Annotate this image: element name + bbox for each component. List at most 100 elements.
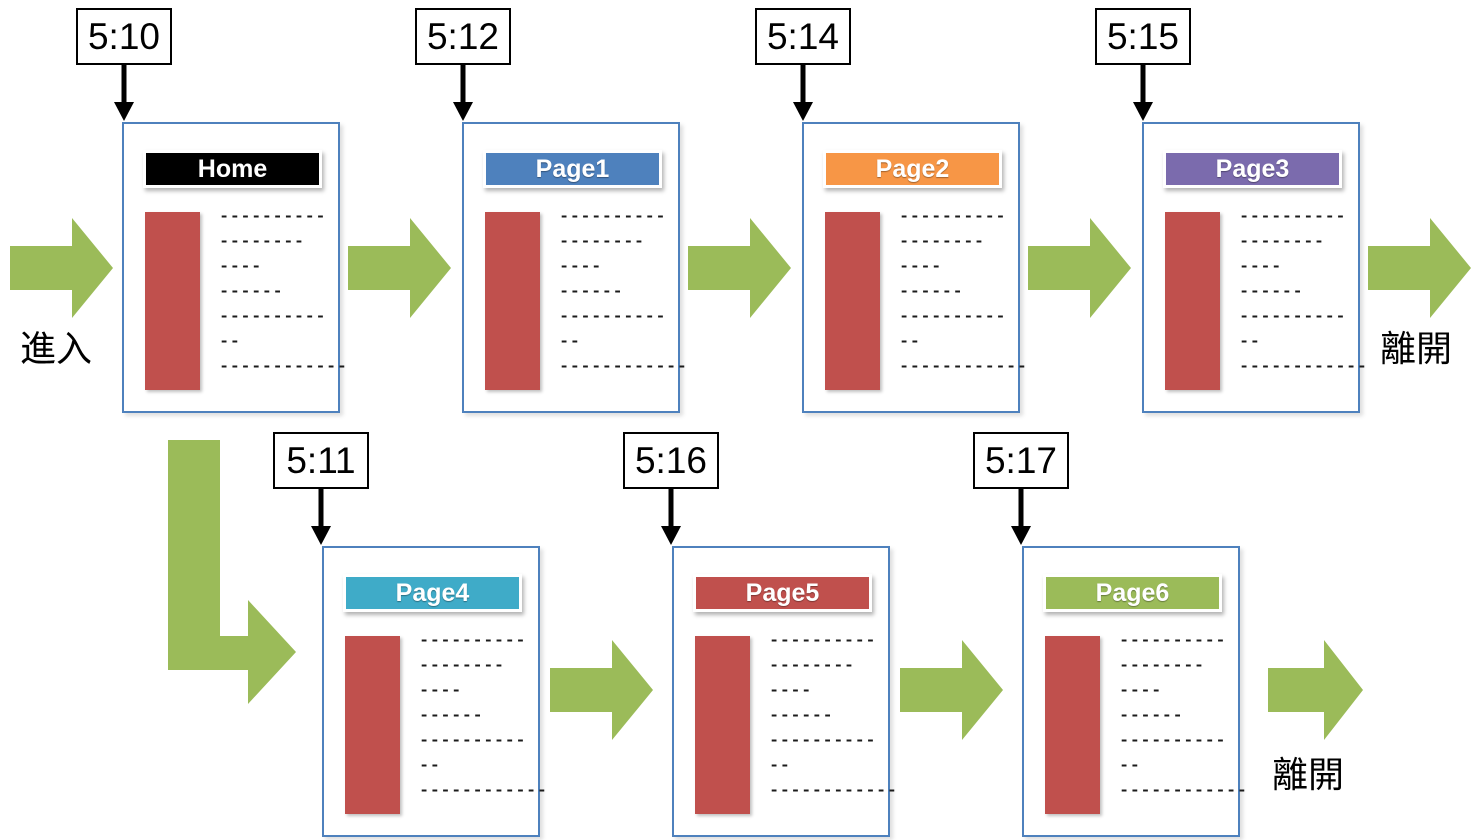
caption-enter: 進入 — [20, 329, 93, 370]
flow-arrow-exit-top — [1368, 218, 1471, 318]
flow-arrow-home-to-page1 — [348, 218, 451, 318]
page-card-text-line: -- — [769, 757, 791, 776]
page-card-text-lines: ----------------------------------------… — [419, 633, 559, 808]
page-card-text-line: ---------- — [1119, 632, 1227, 651]
page-card-text-line: ------------ — [769, 782, 898, 801]
flow-arrow-page2-to-page3 — [1028, 218, 1131, 318]
page-card-title-page2: Page2 — [823, 150, 1002, 188]
timestamp-connector-home — [112, 64, 136, 122]
page-card-text-line: ---------- — [559, 308, 667, 327]
page-card-text-line: ---- — [219, 258, 262, 277]
flow-arrow-page4-to-page5 — [550, 640, 653, 740]
page-card-text-line: ---------- — [899, 208, 1007, 227]
timestamp-badge-page1: 5:12 — [415, 8, 511, 65]
page-card-text-line: ------ — [899, 283, 964, 302]
page-card-title-page1: Page1 — [483, 150, 662, 188]
page-card-text-line: -------- — [219, 233, 305, 252]
caption-exit-bottom: 離開 — [1272, 755, 1345, 796]
timestamp-badge-page5: 5:16 — [623, 432, 719, 489]
page-card-image-placeholder — [825, 212, 880, 390]
page-card-text-line: ---------- — [769, 732, 877, 751]
page-card-text-line: -------- — [1119, 657, 1205, 676]
page-card-page6[interactable]: Page6 ----------------------------------… — [1022, 546, 1247, 837]
page-card-text-line: ---------- — [559, 208, 667, 227]
page-card-text-lines: ----------------------------------------… — [559, 209, 699, 384]
page-card-title-page5: Page5 — [693, 574, 872, 612]
page-card-image-placeholder — [345, 636, 400, 814]
page-card-home[interactable]: Home -----------------------------------… — [122, 122, 347, 413]
page-card-text-line: ---- — [1239, 258, 1282, 277]
page-card-text-line: ---------- — [1239, 308, 1347, 327]
page-card-text-lines: ----------------------------------------… — [1239, 209, 1379, 384]
flow-arrow-page5-to-page6 — [900, 640, 1003, 740]
page-card-text-line: ---------- — [899, 308, 1007, 327]
page-card-text-line: ---------- — [769, 632, 877, 651]
page-card-text-line: -- — [1239, 333, 1261, 352]
page-card-text-line: ------ — [769, 707, 834, 726]
page-card-text-line: ---------- — [219, 308, 327, 327]
page-card-text-line: -------- — [769, 657, 855, 676]
page-card-text-line: ---- — [559, 258, 602, 277]
page-card-text-line: ------------ — [899, 358, 1028, 377]
page-card-text-line: ------------ — [1239, 358, 1368, 377]
page-card-title-page6: Page6 — [1043, 574, 1222, 612]
timestamp-connector-page6 — [1009, 488, 1033, 546]
page-card-text-line: ------------ — [1119, 782, 1248, 801]
page-card-text-lines: ----------------------------------------… — [219, 209, 359, 384]
page-card-text-line: -------- — [899, 233, 985, 252]
page-card-title-home: Home — [143, 150, 322, 188]
page-card-text-line: -------- — [1239, 233, 1325, 252]
timestamp-connector-page2 — [791, 64, 815, 122]
page-card-text-line: ---- — [1119, 682, 1162, 701]
page-card-text-line: -------- — [419, 657, 505, 676]
page-card-image-placeholder — [695, 636, 750, 814]
timestamp-connector-page3 — [1131, 64, 1155, 122]
timestamp-badge-page4: 5:11 — [273, 432, 369, 489]
page-card-page5[interactable]: Page5 ----------------------------------… — [672, 546, 897, 837]
page-card-text-line: ---- — [769, 682, 812, 701]
timestamp-badge-page6: 5:17 — [973, 432, 1069, 489]
page-card-text-line: ---------- — [219, 208, 327, 227]
page-card-text-lines: ----------------------------------------… — [899, 209, 1039, 384]
page-card-text-line: -- — [559, 333, 581, 352]
page-card-text-line: ---------- — [1119, 732, 1227, 751]
page-card-text-line: -------- — [559, 233, 645, 252]
page-card-text-line: ------------ — [559, 358, 688, 377]
page-card-image-placeholder — [1165, 212, 1220, 390]
page-card-text-line: ------ — [1119, 707, 1184, 726]
page-card-text-line: ------ — [419, 707, 484, 726]
page-card-page4[interactable]: Page4 ----------------------------------… — [322, 546, 547, 837]
timestamp-connector-page4 — [309, 488, 333, 546]
page-card-text-line: ---------- — [419, 632, 527, 651]
flow-arrow-exit-bottom — [1268, 640, 1363, 740]
timestamp-badge-page2: 5:14 — [755, 8, 851, 65]
page-card-title-page3: Page3 — [1163, 150, 1342, 188]
page-card-page3[interactable]: Page3 ----------------------------------… — [1142, 122, 1367, 413]
timestamp-badge-home: 5:10 — [76, 8, 172, 65]
page-card-image-placeholder — [485, 212, 540, 390]
page-card-text-line: ---- — [899, 258, 942, 277]
page-card-title-page4: Page4 — [343, 574, 522, 612]
page-card-text-line: -- — [1119, 757, 1141, 776]
page-card-page1[interactable]: Page1 ----------------------------------… — [462, 122, 687, 413]
page-card-text-line: ------ — [219, 283, 284, 302]
page-card-text-line: ---------- — [419, 732, 527, 751]
flow-arrow-home-to-page4-elbow — [168, 440, 296, 710]
page-card-image-placeholder — [145, 212, 200, 390]
timestamp-connector-page1 — [451, 64, 475, 122]
page-card-text-line: ------ — [1239, 283, 1304, 302]
page-card-text-line: ------------ — [419, 782, 548, 801]
timestamp-connector-page5 — [659, 488, 683, 546]
page-card-text-line: ---------- — [1239, 208, 1347, 227]
page-card-text-line: ---- — [419, 682, 462, 701]
page-card-text-line: -- — [219, 333, 241, 352]
timestamp-badge-page3: 5:15 — [1095, 8, 1191, 65]
flow-arrow-enter — [10, 218, 113, 318]
page-card-text-line: ------------ — [219, 358, 348, 377]
page-card-text-line: -- — [419, 757, 441, 776]
flow-arrow-page1-to-page2 — [688, 218, 791, 318]
page-card-text-lines: ----------------------------------------… — [1119, 633, 1259, 808]
caption-exit-top: 離開 — [1380, 329, 1453, 370]
page-card-page2[interactable]: Page2 ----------------------------------… — [802, 122, 1027, 413]
